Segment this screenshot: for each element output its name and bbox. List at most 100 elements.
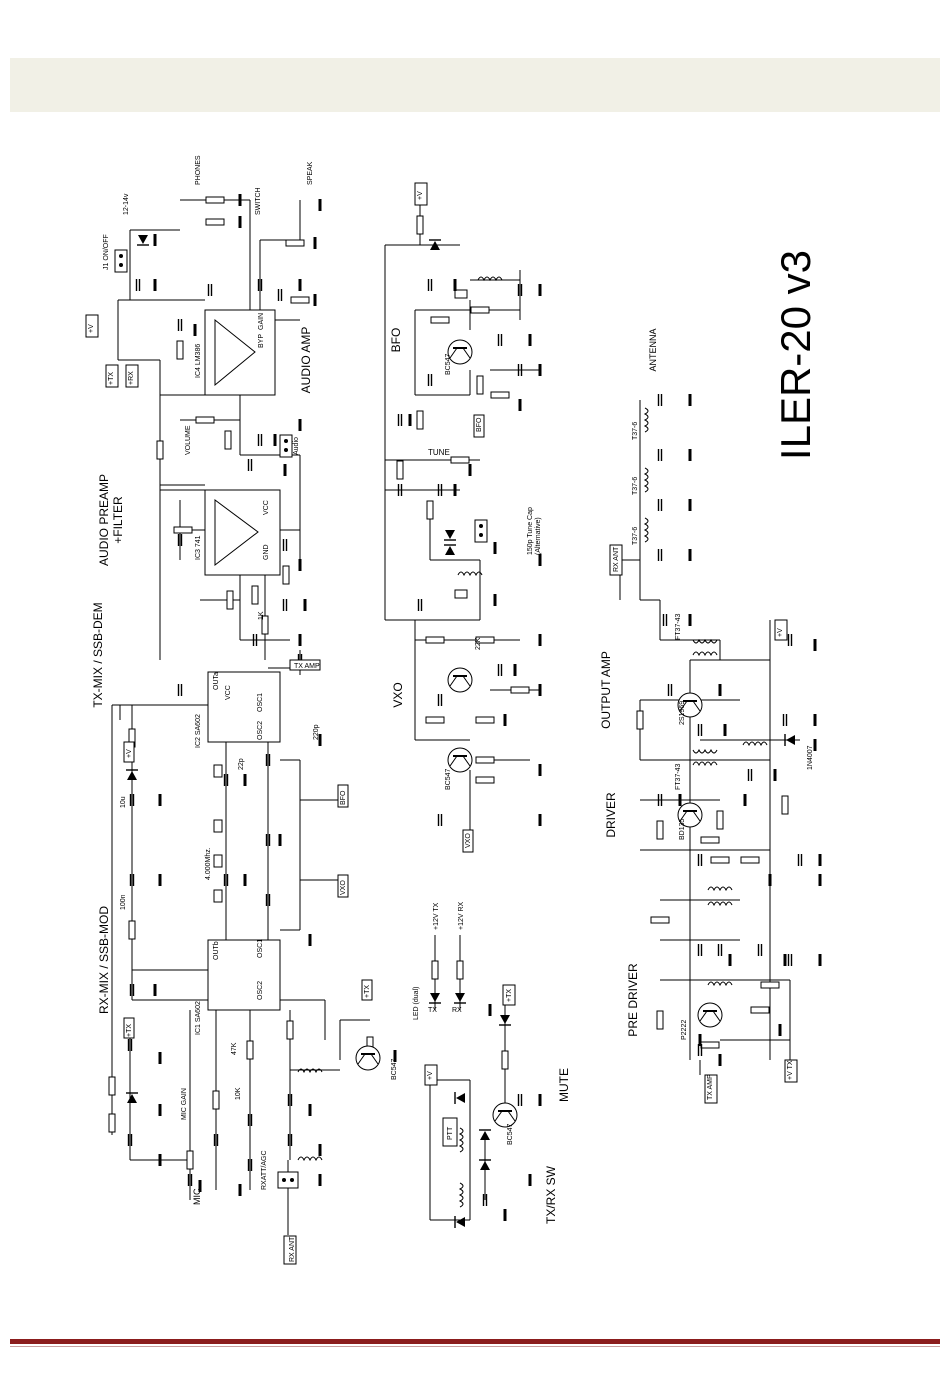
label-ft37-a: FT37-43: [675, 613, 682, 640]
switching-components: [428, 960, 542, 1229]
label-gnd-ic3: GND: [263, 544, 270, 560]
section-tx-mix: TX-MIX / SSB-DEM: [91, 602, 105, 707]
label-r-22k: 22K: [475, 637, 482, 650]
label-mic-gain: MIC GAIN: [181, 1088, 188, 1120]
label-plus-tx-1: +TX: [126, 1024, 133, 1037]
footer-rule-thin: [10, 1346, 940, 1347]
audio-tags: [85, 314, 139, 388]
label-bfo-tag: BFO: [340, 790, 347, 805]
label-c-100n: 100n: [120, 894, 127, 910]
section-bfo: BFO: [389, 328, 403, 353]
switching-section: [429, 935, 506, 1221]
label-osc1-ic1: OSC1: [257, 939, 264, 958]
label-12v-rx: +12V RX: [458, 901, 465, 930]
label-ptt: PTT: [447, 1126, 454, 1140]
label-rxatt: RXATT/AGC: [261, 1150, 268, 1190]
header-band: [10, 58, 940, 112]
section-mute: MUTE: [557, 1068, 571, 1102]
label-plus-v-5: +V: [777, 628, 784, 637]
section-preamp-2: +FILTER: [111, 496, 125, 544]
label-t37-b: T37-6: [632, 477, 639, 495]
label-q-bc547-a: BC547: [391, 1058, 398, 1080]
label-plus-tx-3: +TX: [108, 372, 115, 385]
mixer-components: [108, 653, 397, 1198]
label-vxo-tag: VXO: [340, 880, 347, 895]
label-12v-tx: +12V TX: [433, 902, 440, 930]
section-vxo: VXO: [391, 682, 405, 707]
label-led: LED (dual): [413, 987, 420, 1020]
footer-rule: [10, 1339, 940, 1344]
label-c-220p: 220p: [313, 724, 320, 740]
label-plus-v-1: +V: [126, 749, 133, 758]
label-q-2n2222: P2222: [681, 1020, 688, 1040]
section-driver: DRIVER: [604, 792, 618, 838]
label-speak: SPEAK: [307, 161, 314, 185]
label-plus-tx-2: +TX: [364, 985, 371, 998]
label-onoff: J1 ON/OFF: [103, 234, 110, 270]
label-xtal: 4.000Mhz.: [205, 847, 212, 880]
label-q-bc547-b: BC547: [445, 353, 452, 375]
label-outa-ic2: OUTa: [213, 672, 220, 690]
label-c-22p: 22p: [238, 758, 245, 770]
label-ft37-b: FT37-43: [675, 763, 682, 790]
oscillator-components: [396, 215, 542, 828]
label-gain: GAIN: [258, 313, 265, 330]
label-rx-ant-left: RX ANT: [289, 1236, 296, 1262]
label-r-1k: 1K: [258, 611, 265, 620]
label-plus-v-tx: +V TX: [787, 1060, 794, 1080]
label-t37-c: T37-6: [632, 527, 639, 545]
section-preamp-1: AUDIO PREAMP: [97, 474, 111, 566]
section-audio-amp: AUDIO AMP: [299, 327, 313, 394]
label-plus-v-4: +V: [427, 1071, 434, 1080]
label-tune: TUNE: [428, 448, 450, 457]
label-antenna: ANTENNA: [648, 328, 658, 371]
audio-section: [117, 199, 301, 660]
pa-tags: [609, 544, 798, 1104]
diagram-title: ILER-20 v3: [772, 250, 819, 460]
oscillator-section: [384, 195, 540, 830]
label-c-10u: 10u: [120, 796, 127, 808]
label-plus-v-2: +V: [88, 324, 95, 333]
label-ic3: IC3 741: [195, 535, 202, 560]
label-rx-led: RX: [452, 1007, 462, 1014]
label-outb-ic1: OUTb: [213, 941, 220, 960]
small-labels: MIC MIC GAIN RX ANT RXATT/AGC TX AMP BFO…: [88, 155, 814, 1262]
osc-tags: [414, 182, 485, 853]
pa-section: [619, 400, 800, 1075]
label-audio: Audio: [293, 437, 300, 455]
label-ic1: IC1 SA602: [195, 1001, 202, 1035]
label-q-bc547-d: BC547: [507, 1123, 514, 1145]
label-switch: SWITCH: [255, 187, 262, 215]
label-plus-v-3: +V: [417, 191, 424, 200]
label-ic4: IC4 LM386: [195, 344, 202, 378]
label-t37-a: T37-6: [632, 422, 639, 440]
label-rx-ant-right: RX ANT: [613, 546, 620, 572]
label-plus-rx: +RX: [128, 371, 135, 385]
label-bfo-out: BFO: [476, 417, 483, 432]
label-vxo-out: VXO: [465, 833, 472, 848]
label-d-1n4007: 1N4007: [807, 745, 814, 770]
label-12v: 12-14v: [123, 193, 130, 215]
label-r-47k: 47K: [231, 1042, 238, 1055]
label-plus-tx-4: +TX: [506, 989, 513, 1002]
label-vcc-ic2: VCC: [225, 685, 232, 700]
label-tx-led: TX: [428, 1007, 437, 1014]
label-volume: VOLUME: [185, 425, 192, 455]
label-mic: MIC: [192, 1188, 202, 1205]
section-pre-driver: PRE DRIVER: [626, 963, 640, 1037]
label-tune-cap-1: 150p Tune Cap: [527, 507, 534, 555]
label-osc1-ic2: OSC1: [257, 693, 264, 712]
label-tune-cap-2: (Alternative): [535, 517, 542, 555]
audio-components: [114, 192, 322, 648]
label-q-bd135: BD135: [679, 818, 686, 840]
pa-components: [636, 392, 822, 1068]
section-rx-mix: RX-MIX / SSB-MOD: [97, 906, 111, 1014]
label-tx-amp: TX AMP: [294, 663, 320, 670]
label-q-bc547-c: BC547: [445, 768, 452, 790]
label-ic2: IC2 SA602: [195, 714, 202, 748]
section-txrx: TX/RX SW: [544, 1165, 558, 1224]
label-osc2-ic2: OSC2: [257, 721, 264, 740]
label-phones: PHONES: [195, 155, 202, 185]
label-r-10k: 10K: [235, 1087, 242, 1100]
